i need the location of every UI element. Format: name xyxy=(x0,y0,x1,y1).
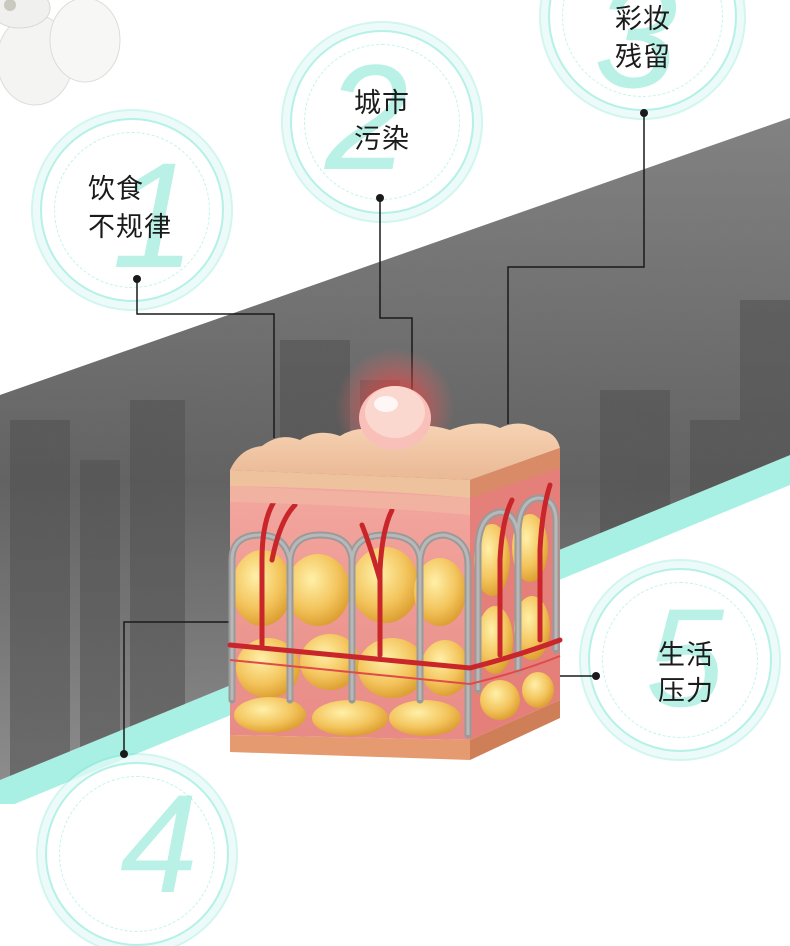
factor-label-2a: 城市 xyxy=(354,88,410,119)
factor-label-5b: 压力 xyxy=(658,676,714,707)
factor-label-1b: 不规律 xyxy=(88,212,172,243)
factor-label-3b: 残留 xyxy=(615,42,671,73)
factor-number-2: 2 xyxy=(325,33,409,201)
factor-label-3a: 彩妆 xyxy=(615,4,671,35)
orchid-flower-icon xyxy=(0,0,121,106)
skin-cross-section-icon xyxy=(120,109,648,760)
factor-label-5a: 生活 xyxy=(658,640,714,671)
factor-circle-5 xyxy=(588,568,772,752)
factor-number-3: 3 xyxy=(594,0,678,119)
factor-label-2b: 污染 xyxy=(354,124,410,155)
factor-number-1: 1 xyxy=(112,131,196,299)
factor-label-1a: 饮食 xyxy=(88,174,144,205)
factor-circle-1 xyxy=(40,118,224,302)
factor-number-5: 5 xyxy=(646,579,724,736)
